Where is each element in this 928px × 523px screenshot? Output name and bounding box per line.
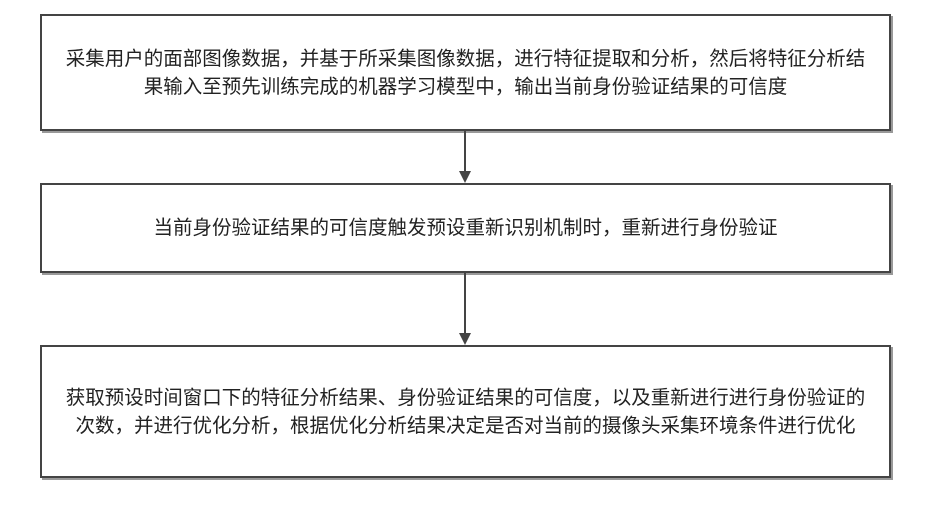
arrow-step2-to-step3 [464,273,466,343]
step-3-box: 获取预设时间窗口下的特征分析结果、身份验证结果的可信度，以及重新进行进行身份验证… [40,345,891,478]
step-1-box: 采集用户的面部图像数据，并基于所采集图像数据，进行特征提取和分析，然后将特征分析… [40,14,891,131]
arrow-step1-to-step2 [464,131,466,181]
step-1-text: 采集用户的面部图像数据，并基于所采集图像数据，进行特征提取和分析，然后将特征分析… [64,45,867,101]
step-2-box: 当前身份验证结果的可信度触发预设重新识别机制时，重新进行身份验证 [40,183,891,273]
step-2-text: 当前身份验证结果的可信度触发预设重新识别机制时，重新进行身份验证 [153,214,777,242]
step-3-text: 获取预设时间窗口下的特征分析结果、身份验证结果的可信度，以及重新进行进行身份验证… [64,384,867,440]
